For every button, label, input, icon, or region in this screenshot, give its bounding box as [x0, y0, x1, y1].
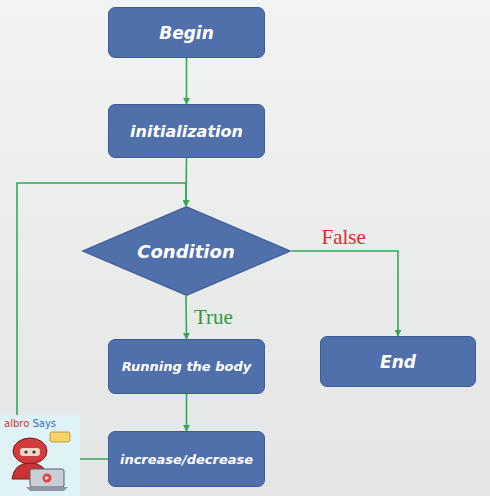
flow-arrow — [292, 251, 399, 336]
node-label: increase/decrease — [120, 452, 253, 467]
node-label: Condition — [137, 241, 234, 262]
flow-arrow — [186, 58, 188, 104]
edge-label: False — [320, 225, 368, 250]
logo-eye — [24, 450, 27, 453]
logo-play — [46, 476, 50, 480]
diamond-shape — [82, 207, 290, 296]
end-box: End — [320, 336, 476, 387]
logo-head — [13, 438, 47, 464]
logo-face — [20, 448, 40, 456]
flow-arrow — [185, 296, 187, 339]
logo-laptop — [30, 469, 64, 487]
process-box: initialization — [108, 104, 265, 158]
process-box: increase/decrease — [108, 431, 265, 487]
flow-arrow — [186, 394, 188, 431]
node-label: Running the body — [122, 359, 251, 374]
node-label: initialization — [130, 122, 243, 141]
decision-diamond: Condition — [81, 206, 292, 296]
logo-ground — [0, 415, 80, 496]
watermark-text: albro Says — [4, 418, 56, 429]
process-box: Running the body — [108, 339, 265, 394]
edge-label: True — [192, 305, 235, 330]
logo-tag — [50, 432, 70, 442]
node-label: End — [380, 352, 416, 372]
logo-laptop-mark — [43, 474, 52, 483]
node-label: Begin — [159, 23, 214, 43]
logo-eye — [32, 450, 35, 453]
start-box: Begin — [108, 7, 265, 58]
logo-laptop-base — [26, 487, 68, 491]
